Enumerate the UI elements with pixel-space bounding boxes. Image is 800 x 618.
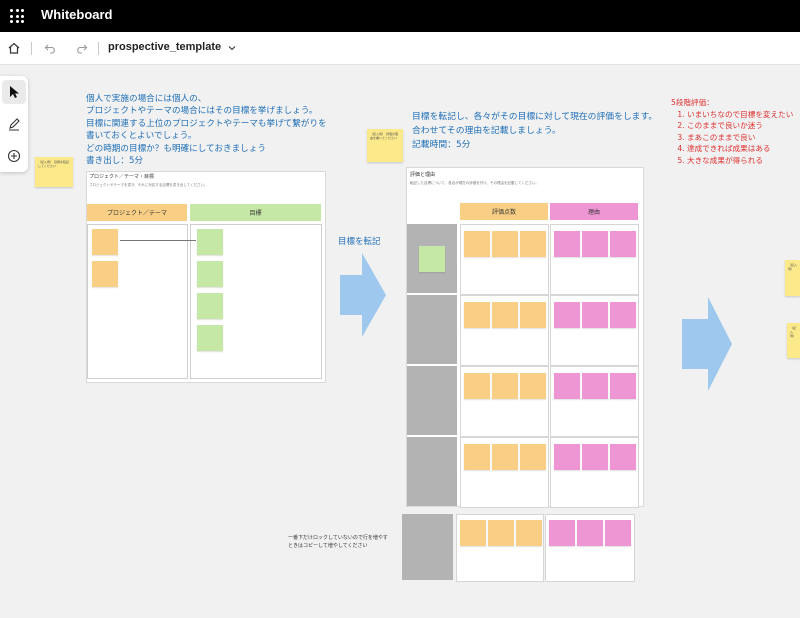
add-circle-icon[interactable] bbox=[2, 144, 26, 168]
redo-icon[interactable] bbox=[72, 38, 92, 58]
sticky-note-orange[interactable] bbox=[492, 231, 518, 257]
sticky-note-orange[interactable] bbox=[520, 302, 546, 328]
sticky-note-orange[interactable] bbox=[464, 373, 490, 399]
sticky-note-text: （記入例） bbox=[790, 326, 797, 338]
sticky-note-pink[interactable] bbox=[582, 373, 608, 399]
instruction-text-middle[interactable]: 目標を転記し、各々がその目標に対して現在の評価をします。 合わせてその理由を記載… bbox=[412, 112, 658, 150]
title-bar: Whiteboard bbox=[0, 0, 800, 32]
sticky-note-green[interactable] bbox=[197, 261, 223, 287]
sticky-note-orange[interactable] bbox=[492, 373, 518, 399]
pen-icon[interactable] bbox=[2, 112, 26, 136]
bottom-note[interactable]: 一番下だけロックしていないので行を増やす ときはコピーして増やしてください bbox=[288, 535, 388, 549]
undo-icon[interactable] bbox=[40, 38, 60, 58]
rating-legend-title: 5段階評価： bbox=[671, 98, 714, 107]
sticky-note-pink[interactable] bbox=[610, 231, 636, 257]
sticky-note-orange[interactable] bbox=[516, 520, 542, 546]
sticky-note[interactable]: （記入例） bbox=[785, 260, 800, 296]
reason-column-header: 理由 bbox=[550, 203, 638, 220]
sticky-note-pink[interactable] bbox=[554, 373, 580, 399]
evaluation-panel[interactable]: 評価と理由 転記した目標について、各自が現在の評価を付け、その理由を記載してくだ… bbox=[406, 167, 644, 508]
rating-item: いまいちなので目標を変えたい bbox=[687, 109, 800, 121]
sticky-note-green[interactable] bbox=[419, 246, 445, 272]
sticky-note-green[interactable] bbox=[197, 325, 223, 351]
sticky-note-pink[interactable] bbox=[554, 444, 580, 470]
arrow-label[interactable]: 目標を転記 bbox=[338, 237, 381, 247]
toolbar-divider bbox=[98, 42, 99, 55]
right-arrow-shape[interactable] bbox=[340, 253, 388, 337]
rating-item: 大きな成果が得られる bbox=[687, 155, 800, 167]
toolbar-divider bbox=[31, 42, 32, 55]
sticky-note-orange[interactable] bbox=[464, 231, 490, 257]
goal-slot[interactable] bbox=[402, 514, 453, 580]
goal-panel-subtitle: プロジェクトやテーマを書き、それに対応する目標を書き出してください。 bbox=[89, 183, 208, 187]
sticky-note-pink[interactable] bbox=[582, 444, 608, 470]
rating-item: 達成できれば成果はある bbox=[687, 143, 800, 155]
sticky-note[interactable]: （記入例） 目標を転記してください bbox=[35, 157, 73, 187]
sticky-note-orange[interactable] bbox=[492, 444, 518, 470]
rating-column-header: 評価点数 bbox=[460, 203, 548, 220]
instruction-text-left[interactable]: 個人で実施の場合には個人の、 プロジェクトやテーマの場合にはその目標を挙げましょ… bbox=[86, 94, 327, 167]
right-arrow-shape[interactable] bbox=[682, 297, 734, 391]
file-name[interactable]: prospective_template bbox=[108, 41, 222, 53]
rating-legend[interactable]: 5段階評価： いまいちなので目標を変えたい このままで良いか迷う まあこのままで… bbox=[671, 97, 800, 167]
sticky-note-text: （記入例） 目標を転記してください bbox=[38, 160, 69, 168]
sticky-note-text: （記入例） bbox=[788, 263, 798, 271]
evaluation-panel-title: 評価と理由 bbox=[410, 172, 436, 178]
chevron-down-icon[interactable] bbox=[222, 38, 242, 58]
app-launcher-icon[interactable] bbox=[10, 9, 24, 23]
sticky-note-pink[interactable] bbox=[610, 302, 636, 328]
goal-slot[interactable] bbox=[407, 437, 457, 506]
sticky-note-orange[interactable] bbox=[92, 261, 118, 287]
connector-line[interactable] bbox=[120, 240, 196, 241]
sticky-note-pink[interactable] bbox=[610, 444, 636, 470]
goal-slot[interactable] bbox=[407, 366, 457, 435]
sticky-note-green[interactable] bbox=[197, 229, 223, 255]
goal-panel[interactable]: プロジェクト／テーマ・目標 プロジェクトやテーマを書き、それに対応する目標を書き… bbox=[86, 171, 326, 383]
sticky-note-green[interactable] bbox=[197, 293, 223, 319]
sticky-note[interactable]: （記入例） 評価の理由を書いてください bbox=[367, 129, 403, 162]
sticky-note-orange[interactable] bbox=[460, 520, 486, 546]
sticky-note-pink[interactable] bbox=[582, 231, 608, 257]
rating-item: まあこのままで良い bbox=[687, 132, 800, 144]
goal-panel-title: プロジェクト／テーマ・目標 bbox=[89, 174, 155, 180]
project-column-header: プロジェクト／テーマ bbox=[87, 204, 187, 221]
sticky-note-text: （記入例） 評価の理由を書いてください bbox=[370, 132, 398, 140]
sticky-note-orange[interactable] bbox=[464, 302, 490, 328]
sticky-note-pink[interactable] bbox=[549, 520, 575, 546]
goal-slot[interactable] bbox=[407, 295, 457, 364]
sticky-note-orange[interactable] bbox=[92, 229, 118, 255]
sticky-note-pink[interactable] bbox=[610, 373, 636, 399]
sticky-note-pink[interactable] bbox=[554, 302, 580, 328]
sticky-note-orange[interactable] bbox=[520, 444, 546, 470]
sticky-note-pink[interactable] bbox=[554, 231, 580, 257]
sticky-note-orange[interactable] bbox=[464, 444, 490, 470]
app-title: Whiteboard bbox=[41, 7, 113, 22]
sticky-note[interactable]: （記入例） bbox=[787, 323, 800, 358]
sticky-note-pink[interactable] bbox=[577, 520, 603, 546]
whiteboard-canvas[interactable]: 個人で実施の場合には個人の、 プロジェクトやテーマの場合にはその目標を挙げましょ… bbox=[0, 65, 800, 618]
home-icon[interactable] bbox=[4, 38, 24, 58]
rating-item: このままで良いか迷う bbox=[687, 120, 800, 132]
sticky-note-orange[interactable] bbox=[488, 520, 514, 546]
sticky-note-orange[interactable] bbox=[492, 302, 518, 328]
evaluation-panel-subtitle: 転記した目標について、各自が現在の評価を付け、その理由を記載してください。 bbox=[410, 181, 539, 185]
sticky-note-orange[interactable] bbox=[520, 231, 546, 257]
tool-rail bbox=[0, 76, 28, 172]
board-toolbar: prospective_template bbox=[0, 32, 800, 65]
sticky-note-orange[interactable] bbox=[520, 373, 546, 399]
sticky-note-pink[interactable] bbox=[582, 302, 608, 328]
goal-column-header: 目標 bbox=[190, 204, 321, 221]
select-tool-icon[interactable] bbox=[2, 80, 26, 104]
sticky-note-pink[interactable] bbox=[605, 520, 631, 546]
